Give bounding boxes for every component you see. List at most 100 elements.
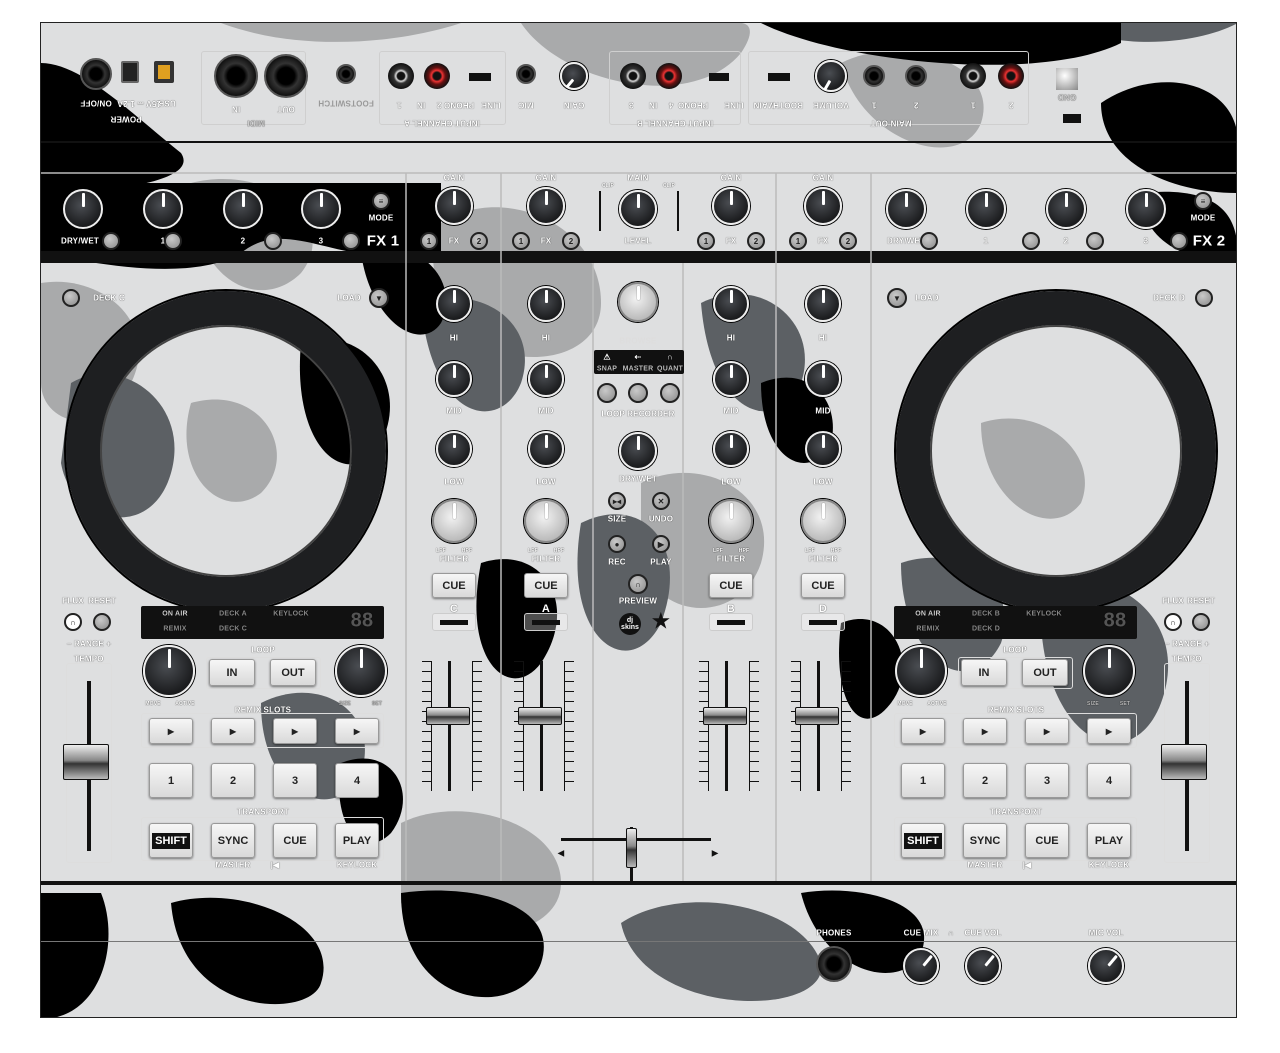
channel-a-mid-knob[interactable]	[528, 361, 564, 397]
fx1-knob-3[interactable]	[223, 189, 263, 229]
channel-c-fx2-button[interactable]: 2	[470, 232, 488, 250]
channel-b-hi-knob[interactable]	[713, 286, 749, 322]
left-deck-move-encoder[interactable]	[143, 645, 195, 697]
left-deck-jog-wheel[interactable]	[66, 291, 386, 611]
right-deck-pad-4[interactable]: 4	[1087, 763, 1131, 798]
channel-d-low-knob[interactable]	[805, 431, 841, 467]
fx1-button-4[interactable]	[342, 232, 360, 250]
main-out-rca-right[interactable]	[998, 63, 1024, 89]
fx1-knob-1[interactable]	[63, 189, 103, 229]
right-deck-play-button[interactable]: PLAY	[1087, 823, 1131, 858]
input-a-rca-left[interactable]	[388, 63, 414, 89]
channel-b-mid-knob[interactable]	[713, 361, 749, 397]
cue-mix-knob[interactable]	[903, 948, 939, 984]
left-deck-loop-in-button[interactable]: IN	[209, 659, 255, 686]
channel-d-filter-knob[interactable]	[801, 499, 845, 543]
fx2-knob-1[interactable]	[886, 189, 926, 229]
channel-c-mid-knob[interactable]	[436, 361, 472, 397]
fx2-button-4[interactable]	[1170, 232, 1188, 250]
channel-a-hi-knob[interactable]	[528, 286, 564, 322]
right-deck-jog-wheel[interactable]	[896, 291, 1216, 611]
channel-a-fx2-button[interactable]: 2	[562, 232, 580, 250]
channel-a-low-knob[interactable]	[528, 431, 564, 467]
rec-button[interactable]: ●	[608, 535, 626, 553]
fx2-knob-3[interactable]	[1046, 189, 1086, 229]
left-deck-deck-button[interactable]	[62, 289, 80, 307]
right-deck-deck-button[interactable]	[1195, 289, 1213, 307]
cue-vol-knob[interactable]	[965, 948, 1001, 984]
loop-recorder-dry-wet-knob[interactable]	[619, 432, 657, 470]
right-deck-remix-slot-4[interactable]: ▶	[1087, 718, 1131, 744]
left-deck-cue-button[interactable]: CUE	[273, 823, 317, 858]
crossfader[interactable]	[626, 828, 637, 868]
input-b-rca-left[interactable]	[620, 63, 646, 89]
booth-volume-knob[interactable]	[815, 60, 847, 92]
channel-c-hi-knob[interactable]	[436, 286, 472, 322]
left-deck-remix-slot-4[interactable]: ▶	[335, 718, 379, 744]
quant-button[interactable]	[660, 383, 680, 403]
main-out-rca-left[interactable]	[960, 63, 986, 89]
channel-d-volume-fader[interactable]	[795, 707, 839, 725]
channel-b-fx2-button[interactable]: 2	[747, 232, 765, 250]
channel-b-gain-knob[interactable]	[712, 187, 750, 225]
left-deck-loop-out-button[interactable]: OUT	[270, 659, 316, 686]
left-deck-remix-slot-1[interactable]: ▶	[149, 718, 193, 744]
fx2-knob-4[interactable]	[1126, 189, 1166, 229]
midi-out-port[interactable]	[264, 54, 308, 98]
channel-a-fx1-button[interactable]: 1	[512, 232, 530, 250]
right-deck-tempo-fader[interactable]	[1161, 744, 1207, 780]
right-deck-pad-3[interactable]: 3	[1025, 763, 1069, 798]
channel-c-filter-knob[interactable]	[432, 499, 476, 543]
ground-terminal[interactable]	[1056, 68, 1078, 90]
fx2-button-1[interactable]	[920, 232, 938, 250]
left-deck-play-button[interactable]: PLAY	[335, 823, 379, 858]
undo-button[interactable]: ✕	[652, 492, 670, 510]
channel-b-fx1-button[interactable]: 1	[697, 232, 715, 250]
midi-in-port[interactable]	[214, 54, 258, 98]
left-deck-pad-3[interactable]: 3	[273, 763, 317, 798]
mic-gain-knob[interactable]	[560, 62, 588, 90]
fx2-knob-2[interactable]	[966, 189, 1006, 229]
left-deck-remix-slot-3[interactable]: ▶	[273, 718, 317, 744]
left-deck-sync-button[interactable]: SYNC	[211, 823, 255, 858]
right-deck-size-encoder[interactable]	[1083, 645, 1135, 697]
channel-d-fx2-button[interactable]: 2	[839, 232, 857, 250]
left-deck-pad-4[interactable]: 4	[335, 763, 379, 798]
mic-jack[interactable]	[516, 64, 536, 84]
master-button[interactable]	[628, 383, 648, 403]
main-level-knob[interactable]	[619, 190, 657, 228]
browse-encoder[interactable]	[618, 282, 658, 322]
right-deck-remix-slot-1[interactable]: ▶	[901, 718, 945, 744]
loop-play-button[interactable]: ▶	[652, 535, 670, 553]
left-deck-size-encoder[interactable]	[335, 645, 387, 697]
left-deck-reset-button[interactable]	[93, 613, 111, 631]
main-out-xlr-2[interactable]	[905, 65, 927, 87]
right-deck-reset-button[interactable]	[1192, 613, 1210, 631]
preview-button[interactable]: ∩	[628, 574, 648, 594]
footswitch-jack[interactable]	[336, 64, 356, 84]
snap-button[interactable]	[597, 383, 617, 403]
fx2-mode-button[interactable]: ≡	[1194, 192, 1212, 210]
fx1-button-1[interactable]	[102, 232, 120, 250]
left-deck-shift-button[interactable]: SHIFT	[149, 823, 193, 858]
channel-c-fx1-button[interactable]: 1	[420, 232, 438, 250]
left-deck-tempo-fader[interactable]	[63, 744, 109, 780]
main-out-xlr-1[interactable]	[863, 65, 885, 87]
channel-d-fx1-button[interactable]: 1	[789, 232, 807, 250]
right-deck-pad-2[interactable]: 2	[963, 763, 1007, 798]
left-deck-remix-slot-2[interactable]: ▶	[211, 718, 255, 744]
channel-a-cue-button[interactable]: CUE	[524, 573, 568, 598]
fx2-button-2[interactable]	[1022, 232, 1040, 250]
right-deck-flux-button[interactable]: ∩	[1164, 613, 1182, 631]
channel-a-filter-knob[interactable]	[524, 499, 568, 543]
channel-d-hi-knob[interactable]	[805, 286, 841, 322]
right-deck-shift-button[interactable]: SHIFT	[901, 823, 945, 858]
right-deck-sync-button[interactable]: SYNC	[963, 823, 1007, 858]
channel-b-volume-fader[interactable]	[703, 707, 747, 725]
fx1-knob-4[interactable]	[301, 189, 341, 229]
right-deck-move-encoder[interactable]	[895, 645, 947, 697]
right-deck-remix-slot-3[interactable]: ▶	[1025, 718, 1069, 744]
right-deck-cue-button[interactable]: CUE	[1025, 823, 1069, 858]
channel-a-gain-knob[interactable]	[527, 187, 565, 225]
channel-b-low-knob[interactable]	[713, 431, 749, 467]
